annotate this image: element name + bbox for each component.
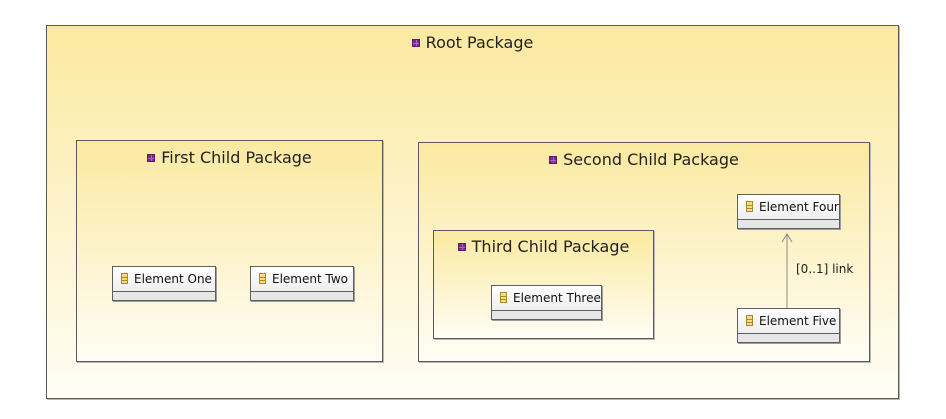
first-child-package[interactable]: First Child Package Element One Element … xyxy=(76,140,383,362)
second-child-package-title: Second Child Package xyxy=(419,150,869,169)
element-five[interactable]: Element Five xyxy=(737,308,840,343)
package-icon xyxy=(549,156,558,164)
element-two-label: Element Two xyxy=(272,272,348,286)
second-child-package-label: Second Child Package xyxy=(563,150,739,169)
element-compartment xyxy=(251,291,353,300)
class-icon xyxy=(121,273,128,284)
root-package-label: Root Package xyxy=(425,33,534,52)
second-child-package[interactable]: Second Child Package Third Child Package… xyxy=(418,142,870,362)
class-icon xyxy=(500,292,507,303)
element-three[interactable]: Element Three xyxy=(491,285,602,320)
third-child-package-title: Third Child Package xyxy=(434,237,653,256)
element-one-label: Element One xyxy=(134,272,212,286)
package-icon xyxy=(147,154,156,162)
element-compartment xyxy=(113,291,215,300)
element-four-label: Element Four xyxy=(759,200,839,214)
first-child-package-title: First Child Package xyxy=(77,148,382,167)
element-compartment xyxy=(738,219,839,228)
element-one[interactable]: Element One xyxy=(112,266,216,301)
class-icon xyxy=(746,315,753,326)
association-label[interactable]: [0..1] link xyxy=(796,262,854,276)
class-icon xyxy=(746,201,753,212)
element-four[interactable]: Element Four xyxy=(737,194,840,229)
package-icon xyxy=(411,39,420,47)
element-five-label: Element Five xyxy=(759,314,837,328)
package-icon xyxy=(457,243,466,251)
class-icon xyxy=(259,273,266,284)
element-three-label: Element Three xyxy=(513,291,601,305)
third-child-package-label: Third Child Package xyxy=(471,237,630,256)
element-compartment xyxy=(738,333,839,342)
root-package-title: Root Package xyxy=(47,33,898,52)
element-two[interactable]: Element Two xyxy=(250,266,354,301)
third-child-package[interactable]: Third Child Package Element Three xyxy=(433,230,654,339)
element-compartment xyxy=(492,310,601,319)
first-child-package-label: First Child Package xyxy=(161,148,312,167)
